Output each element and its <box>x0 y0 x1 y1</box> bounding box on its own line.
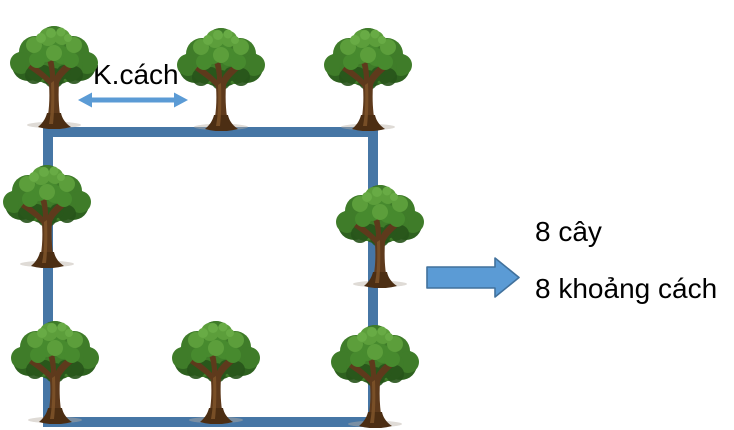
spacing-label: K.cách <box>93 59 179 90</box>
result-arrow-icon <box>426 257 520 298</box>
tree-top-right <box>318 27 418 131</box>
spacing-count-label: 8 khoảng cách <box>535 273 718 304</box>
plot-square-outline <box>43 127 378 427</box>
spacing-double-arrow-icon <box>78 92 188 108</box>
tree-count-label: 8 cây <box>535 216 602 247</box>
tree-top-middle <box>171 27 271 131</box>
tree-top-left <box>4 25 104 129</box>
